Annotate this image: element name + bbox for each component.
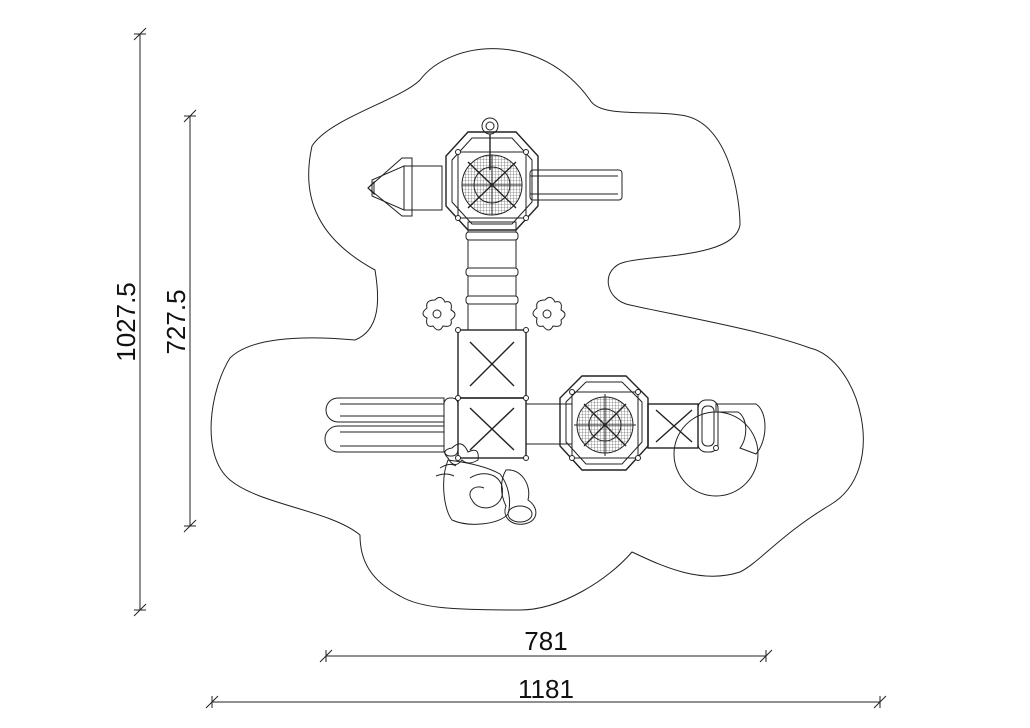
decorative-panel [435,443,537,525]
right-tower-group [559,375,649,471]
total-width-label: 1181 [518,674,574,704]
middle-decks [443,327,529,461]
right-connection [525,403,573,445]
dimension-equipment-height [183,109,197,533]
spiral-slide-group [647,399,766,497]
equipment-width-label: 781 [524,626,567,656]
total-height-label: 1027.5 [111,282,141,362]
dimension-total-width [205,695,887,709]
net-bridge [422,221,566,331]
top-tower-group [367,117,623,231]
dimension-equipment-width [319,649,773,663]
dimension-total-height [133,27,147,617]
equipment-height-label: 727.5 [161,289,191,354]
safety-zone-outline [210,48,864,611]
double-slide [324,397,445,453]
